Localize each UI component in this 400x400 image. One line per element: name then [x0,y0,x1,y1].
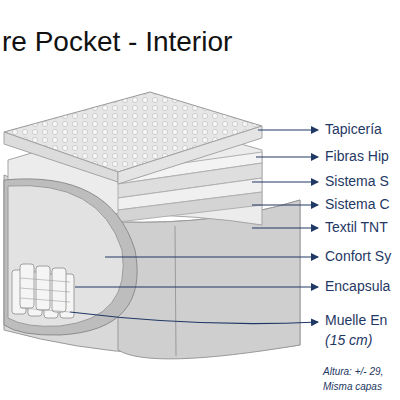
part-label: Tapicería [325,121,382,137]
part-label: Confort Sy [325,248,391,264]
part-label: Altura: +/- 29, [323,366,383,378]
part-label: Textil TNT [325,219,388,235]
part-label: Sistema C [325,196,390,212]
diagram-title: re Pocket - Interior [2,26,232,58]
part-label: (15 cm) [325,332,372,348]
part-label: Encapsula [325,278,390,294]
part-label: Fibras Hip [325,148,389,164]
part-label: Sistema S [325,173,389,189]
part-label: Misma capas [323,381,382,393]
part-label: Muelle En [325,312,387,328]
